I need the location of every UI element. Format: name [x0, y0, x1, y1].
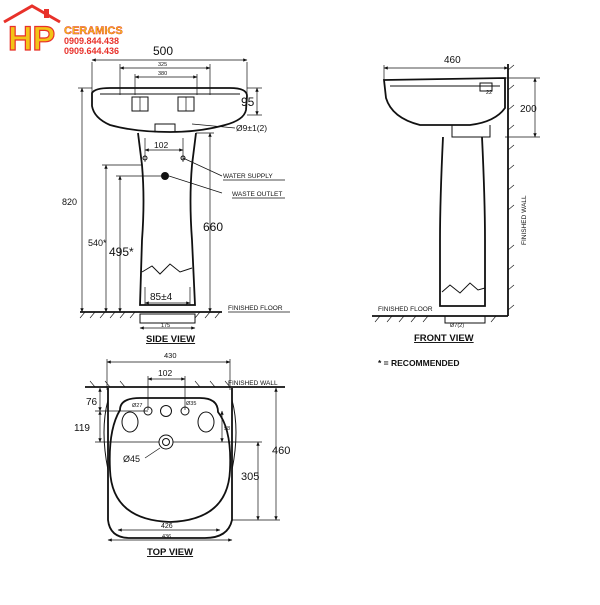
dim-58: 58 — [224, 426, 230, 432]
house-roof-icon — [3, 4, 61, 24]
dim-540: 540* — [88, 238, 107, 248]
dim-95: 95 — [241, 95, 255, 109]
dim-top-460: 460 — [272, 445, 290, 457]
basin-outline — [91, 87, 248, 133]
top-view-title: TOP VIEW — [147, 547, 193, 558]
dim-base: 175 — [161, 323, 170, 329]
bowl-inner — [108, 397, 232, 523]
dim-front-460: 460 — [444, 55, 461, 66]
front-pedestal-outline — [439, 136, 486, 307]
dim-76: 76 — [86, 397, 98, 408]
dim-305: 305 — [241, 471, 259, 483]
top-wall-label: FINISHED WALL — [228, 380, 278, 387]
logo-letters: HP — [8, 20, 55, 58]
dim-bottom: 436 — [162, 534, 171, 540]
brand-logo: HP CERAMICS 0909.844.438 0909.644.436 — [3, 4, 123, 59]
pedestal-outline — [137, 132, 197, 306]
top-view: 430 102 FINISHED WALL Ø27 Ø35 — [74, 351, 290, 558]
dim-width-500: 500 — [153, 44, 173, 58]
dim-22: 22 — [486, 90, 492, 96]
front-basin-outline — [382, 77, 506, 126]
logo-phone-1: 0909.844.438 — [64, 36, 119, 46]
dim-430: 430 — [164, 351, 177, 360]
side-view-title: SIDE VIEW — [146, 334, 195, 345]
dim-200: 200 — [520, 104, 537, 115]
side-view: 500 325 380 95 Ø9±1(2) — [62, 44, 290, 345]
dim-495: 495* — [109, 245, 134, 259]
front-floor-label: FINISHED FLOOR — [378, 306, 433, 313]
dim-426: 426 — [161, 523, 173, 530]
dim-660: 660 — [203, 220, 223, 234]
dim-820: 820 — [62, 197, 77, 207]
front-wall-label: FINISHED WALL — [521, 195, 528, 245]
front-view: 460 FINISHED WALL 22 200 — [372, 55, 540, 344]
water-supply-label: WATER SUPPLY — [223, 173, 273, 180]
drain-size: Ø45 — [123, 454, 140, 464]
dim-85: 85±4 — [150, 292, 173, 303]
recommended-note: * = RECOMMENDED — [378, 358, 459, 368]
front-view-title: FRONT VIEW — [414, 333, 474, 344]
top-basin-outline — [107, 388, 233, 539]
anchor-note: Ø7(2) — [450, 323, 464, 329]
waste-outlet-label: WASTE OUTLET — [232, 191, 282, 198]
hole-27: Ø27 — [132, 403, 142, 409]
side-floor-label: FINISHED FLOOR — [228, 305, 283, 312]
dim-119: 119 — [74, 423, 90, 434]
dim-top-102: 102 — [158, 368, 172, 378]
dim-380: 380 — [158, 71, 167, 77]
dim-325: 325 — [158, 62, 167, 68]
hole-35: Ø35 — [186, 401, 196, 407]
dim-102: 102 — [154, 140, 168, 150]
hole-note: Ø9±1(2) — [236, 123, 267, 133]
logo-phone-2: 0909.644.436 — [64, 46, 119, 56]
logo-brand: CERAMICS — [64, 25, 123, 37]
